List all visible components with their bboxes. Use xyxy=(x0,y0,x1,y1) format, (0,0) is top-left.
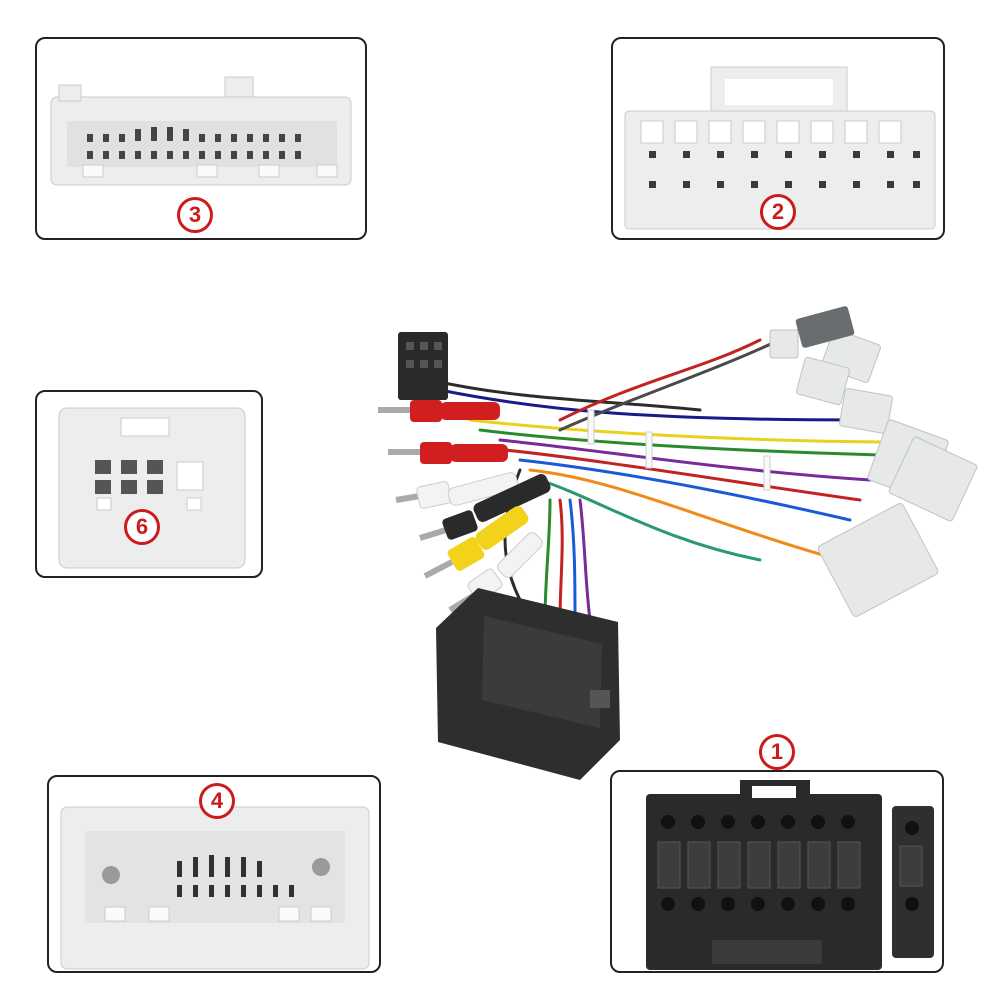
connector-3-panel: 3 xyxy=(35,37,367,240)
connector-4-badge: 4 xyxy=(199,783,235,819)
connector-6-image xyxy=(58,407,246,569)
connector-2-image xyxy=(624,66,936,230)
connector-3-image xyxy=(50,76,352,186)
connector-6-badge: 6 xyxy=(124,509,160,545)
connector-2-panel: 2 xyxy=(611,37,945,240)
connector-4-image xyxy=(60,806,370,970)
connector-3-badge: 3 xyxy=(177,197,213,233)
connector-1-badge: 1 xyxy=(759,734,795,770)
connector-6-panel: 6 xyxy=(35,390,263,578)
connector-1-panel: 1 xyxy=(610,734,944,973)
connector-2-badge: 2 xyxy=(760,194,796,230)
connector-4-panel: 4 xyxy=(47,775,381,973)
connector-1-image xyxy=(646,780,934,970)
